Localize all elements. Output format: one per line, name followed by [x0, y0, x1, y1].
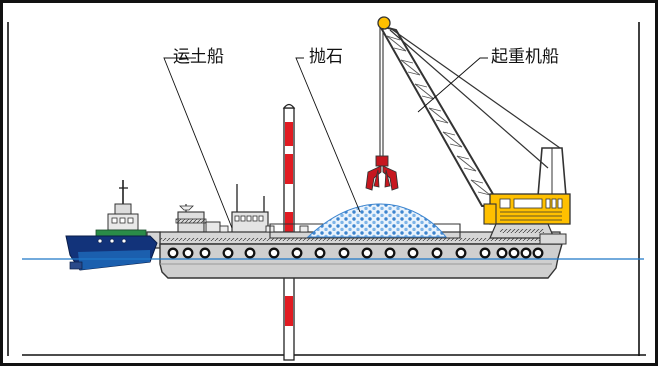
barge-leader-line [163, 57, 233, 229]
crane-ship-label: 起重机船 [491, 47, 559, 67]
rock-leader-line [295, 57, 361, 213]
crane-icon [377, 16, 571, 245]
crane-leader-line [417, 57, 488, 113]
barge-label: 运土船 [173, 47, 224, 67]
tugboat-icon [65, 180, 158, 271]
rock-pile-icon [269, 203, 461, 239]
grab-bucket-icon [365, 155, 399, 191]
rock-label: 抛石 [309, 47, 343, 67]
